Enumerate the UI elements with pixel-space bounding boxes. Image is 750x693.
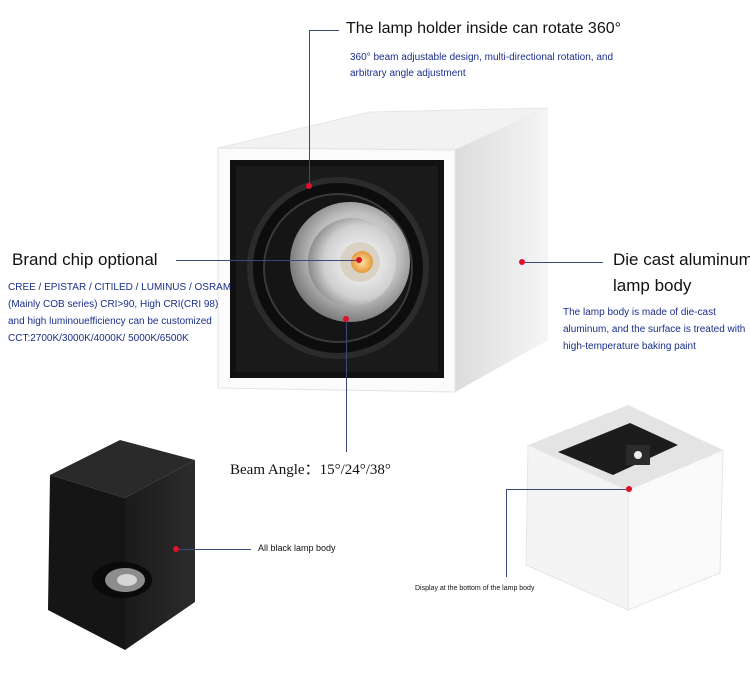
chip-line4: CCT:2700K/3000K/4000K/ 5000K/6500K bbox=[8, 333, 189, 344]
black-body-label: All black lamp body bbox=[258, 543, 336, 553]
chip-line2: (Mainly COB series) CRI>90, High CRI(CRI… bbox=[8, 299, 219, 310]
black-body-leader bbox=[179, 549, 251, 550]
chip-leader bbox=[176, 260, 359, 261]
body-title-line1: Die cast aluminum bbox=[613, 250, 750, 269]
beam-leader bbox=[346, 322, 347, 452]
bottom-lamp-image bbox=[525, 405, 724, 611]
rotate-marker bbox=[306, 183, 312, 189]
chip-title: Brand chip optional bbox=[12, 250, 158, 269]
body-desc-line3: high-temperature baking paint bbox=[563, 341, 696, 352]
beam-label: Beam Angle：15°/24°/38° bbox=[230, 462, 391, 478]
body-marker bbox=[519, 259, 525, 265]
beam-marker bbox=[343, 316, 349, 322]
rotate-leader-vertical bbox=[309, 30, 310, 186]
chip-line1: CREE / EPISTAR / CITILED / LUMINUS / OSR… bbox=[8, 282, 232, 293]
rotate-desc-line1: 360° beam adjustable design, multi-direc… bbox=[350, 52, 614, 63]
chip-marker bbox=[356, 257, 362, 263]
body-desc-line2: aluminum, and the surface is treated wit… bbox=[563, 324, 746, 335]
body-desc-line1: The lamp body is made of die-cast bbox=[563, 307, 716, 318]
body-leader bbox=[525, 262, 603, 263]
black-body-marker bbox=[173, 546, 179, 552]
bottom-marker bbox=[626, 486, 632, 492]
bottom-leader-horizontal bbox=[506, 489, 626, 490]
rotate-leader-horizontal bbox=[309, 30, 339, 31]
rotate-title: The lamp holder inside can rotate 360° bbox=[346, 20, 622, 37]
body-title-line2: lamp body bbox=[613, 276, 692, 295]
bottom-label: Display at the bottom of the lamp body bbox=[415, 585, 535, 592]
chip-line3: and high luminouefficiency can be custom… bbox=[8, 316, 212, 327]
black-lamp-image bbox=[48, 440, 195, 650]
bottom-leader-vertical bbox=[506, 489, 507, 577]
rotate-desc-line2: arbitrary angle adjustment bbox=[350, 68, 466, 79]
